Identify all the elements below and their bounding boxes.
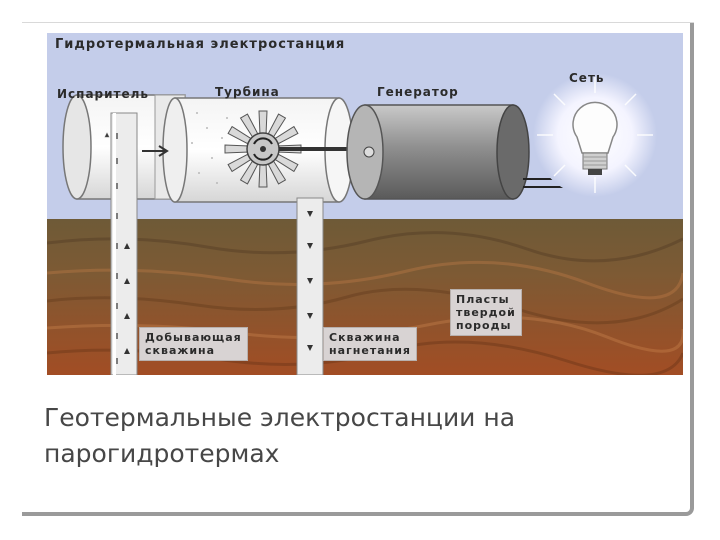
caption-line-2: парогидротермах [44,439,280,468]
slide-top-line [22,22,694,27]
injection-well-line-1: Скважина [329,331,401,344]
light-bulb [533,73,657,197]
geothermal-diagram: Гидротермальная электростанция Испарител… [47,33,683,375]
label-grid: Сеть [569,71,605,85]
injection-well [296,197,324,375]
turbine-wheel [224,110,302,188]
turbine-shaft [279,147,373,151]
production-well [104,112,138,375]
label-generator: Генератор [377,85,459,99]
label-evaporator: Испаритель [57,87,150,101]
rock-layers-line-2: твердой [456,306,516,319]
production-well-line-1: Добывающая [145,331,242,344]
injection-well-line-2: нагнетания [329,344,411,357]
slide-caption: Геотермальные электростанции на парогидр… [44,400,664,472]
label-injection-well: Скважина нагнетания [323,327,417,361]
rock-layers-line-1: Пласты [456,293,510,306]
diagram-graphic [47,33,683,375]
diagram-title: Гидротермальная электростанция [55,37,346,52]
label-rock-layers: Пласты твердой породы [450,289,522,336]
caption-line-1: Геотермальные электростанции на [44,403,516,432]
generator [346,104,530,200]
label-turbine: Турбина [215,85,280,99]
rock-layers-line-3: породы [456,319,512,332]
production-well-line-2: скважина [145,344,216,357]
label-production-well: Добывающая скважина [139,327,248,361]
